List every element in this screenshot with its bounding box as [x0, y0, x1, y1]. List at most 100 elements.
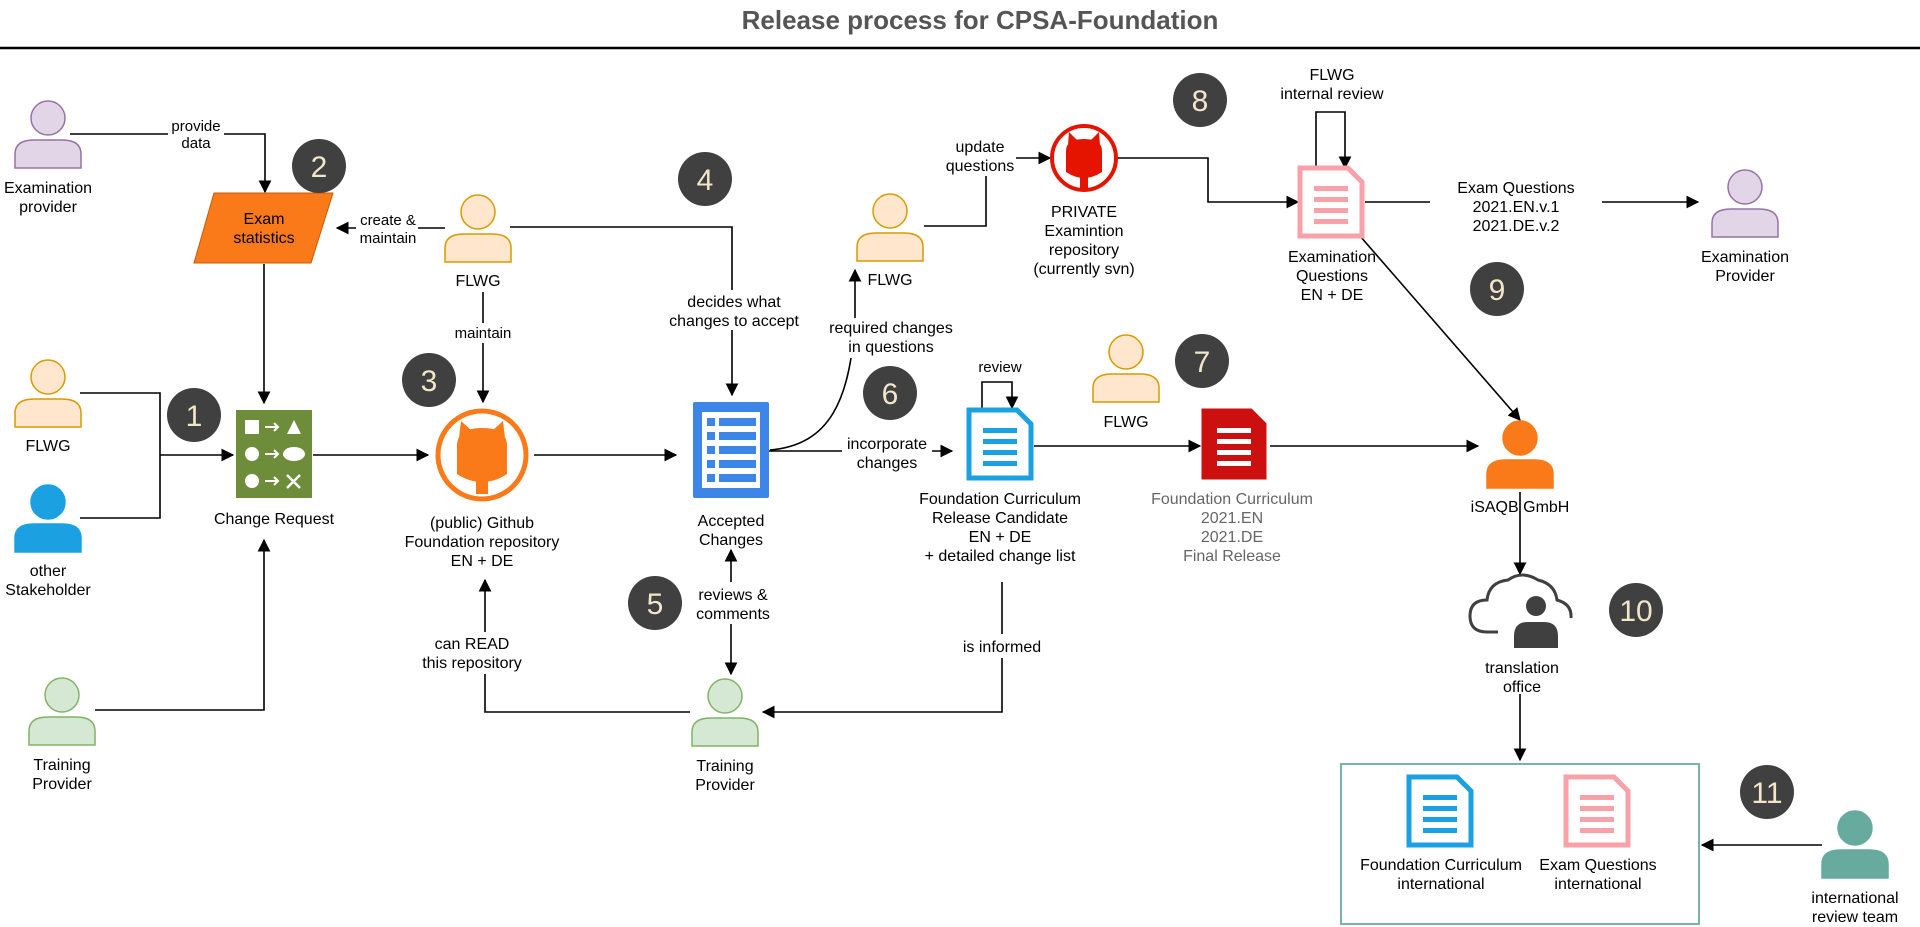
person-icon	[1711, 169, 1779, 238]
person-icon	[856, 193, 924, 262]
svg-text:7: 7	[1194, 346, 1211, 379]
svg-text:iSAQB GmbH: iSAQB GmbH	[1471, 499, 1570, 516]
svg-text:11: 11	[1751, 777, 1782, 810]
edge-bracket	[80, 392, 161, 519]
edge-repo-to-questions	[1118, 157, 1300, 209]
step-badge-1: 1	[167, 388, 221, 442]
edge-update-questions	[924, 151, 1052, 227]
person-icon	[1092, 334, 1160, 403]
edge-decides	[510, 226, 739, 397]
edge-provide-data	[70, 133, 272, 194]
step-badge-9: 9	[1470, 262, 1524, 316]
actor-flwg-questions: FLWG	[856, 193, 924, 289]
svg-text:2: 2	[311, 151, 328, 184]
diagram-title: Release process for CPSA-Foundation	[742, 5, 1219, 35]
person-icon	[14, 484, 82, 553]
edge-can-read	[478, 578, 690, 713]
actor-flwg-mid: FLWG	[444, 194, 512, 290]
edge-questions-to-isaqb	[1359, 235, 1521, 421]
svg-text:10: 10	[1619, 595, 1652, 628]
cloud-icon	[1468, 573, 1573, 634]
label-review: review	[978, 359, 1022, 376]
edge-review-loop	[981, 381, 1019, 410]
label-backgrounds	[168, 115, 1602, 674]
label-reviews-comments: reviews &comments	[696, 587, 770, 623]
github-private-icon	[1066, 132, 1102, 188]
step-badge-10: 10	[1609, 583, 1663, 637]
svg-text:FLWG: FLWG	[455, 273, 500, 290]
person-icon	[1821, 810, 1889, 879]
step-badge-2: 2	[292, 139, 346, 193]
person-icon	[1514, 622, 1558, 648]
svg-text:6: 6	[882, 378, 899, 411]
edge-is-informed	[761, 582, 1003, 719]
svg-text:Change Request: Change Request	[214, 511, 335, 528]
step-badge-5: 5	[628, 576, 682, 630]
person-icon	[444, 194, 512, 263]
step-badge-6: 6	[863, 366, 917, 420]
actor-flwg-final: FLWG	[1092, 334, 1160, 431]
actor-isaqb: iSAQB GmbH	[1471, 420, 1570, 516]
svg-text:9: 9	[1489, 274, 1506, 307]
edge-internal-review	[1315, 111, 1352, 170]
svg-text:3: 3	[421, 365, 438, 398]
svg-text:FLWG: FLWG	[1103, 414, 1148, 431]
step-badges: 1 2 3 4 5 6 7 8 9 10 11	[167, 73, 1794, 819]
github-icon	[457, 421, 507, 494]
person-icon	[691, 678, 759, 747]
person-icon	[28, 677, 96, 746]
actor-flwg-left: FLWG	[14, 359, 82, 455]
label-create-maintain: create &maintain	[360, 212, 417, 247]
svg-text:1: 1	[186, 400, 203, 433]
svg-text:FLWG: FLWG	[25, 438, 70, 455]
label-is-informed: is informed	[963, 639, 1041, 656]
step-badge-8: 8	[1173, 73, 1227, 127]
person-icon	[14, 359, 82, 428]
edge-training-to-cr	[95, 538, 271, 711]
svg-text:5: 5	[647, 588, 664, 621]
step-badge-11: 11	[1740, 765, 1794, 819]
svg-text:4: 4	[697, 164, 714, 197]
node-change-request: Change Request	[214, 410, 335, 528]
svg-text:8: 8	[1192, 85, 1209, 118]
step-badge-3: 3	[402, 353, 456, 407]
